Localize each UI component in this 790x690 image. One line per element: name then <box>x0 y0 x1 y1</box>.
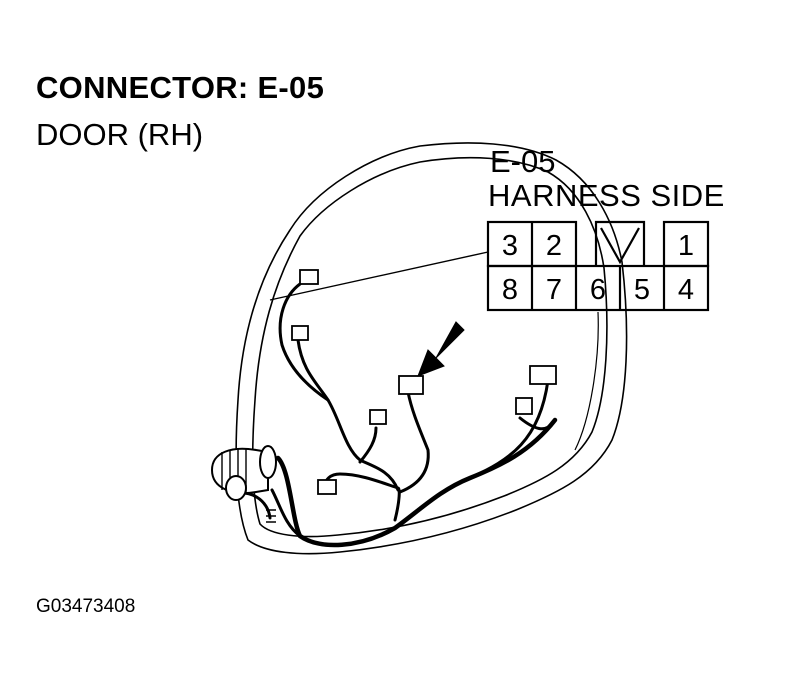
pin-4: 4 <box>678 274 694 306</box>
connector-pins: 3 2 1 8 7 6 5 4 <box>502 230 694 306</box>
connector-block <box>529 365 557 385</box>
pin-3: 3 <box>502 230 518 262</box>
pin-5: 5 <box>634 274 650 306</box>
connector-block <box>291 325 309 341</box>
leader-line <box>269 251 489 301</box>
figure-code: G03473408 <box>36 596 136 617</box>
harness-connectors <box>291 269 557 495</box>
connector-block <box>299 269 319 285</box>
connector-block <box>369 409 387 425</box>
pointer-arrow-icon <box>417 321 465 377</box>
page-title: CONNECTOR: E-05 <box>36 70 325 105</box>
leader-line-lower <box>574 311 599 451</box>
wiring-harness <box>228 282 558 548</box>
connector-block <box>515 397 533 415</box>
door-panel-outline <box>235 142 628 555</box>
connector-block <box>317 479 337 495</box>
location-subtitle: DOOR (RH) <box>36 117 204 152</box>
pin-7: 7 <box>546 274 562 306</box>
harness-grommet <box>210 445 277 523</box>
pin-2: 2 <box>546 230 562 262</box>
connector-id-label: E-05 <box>490 144 556 179</box>
connector-face <box>486 220 710 312</box>
pin-8: 8 <box>502 274 518 306</box>
pin-6: 6 <box>590 274 606 306</box>
connector-e05-block <box>398 375 424 395</box>
harness-side-label: HARNESS SIDE <box>488 178 725 213</box>
pin-1: 1 <box>678 230 694 262</box>
